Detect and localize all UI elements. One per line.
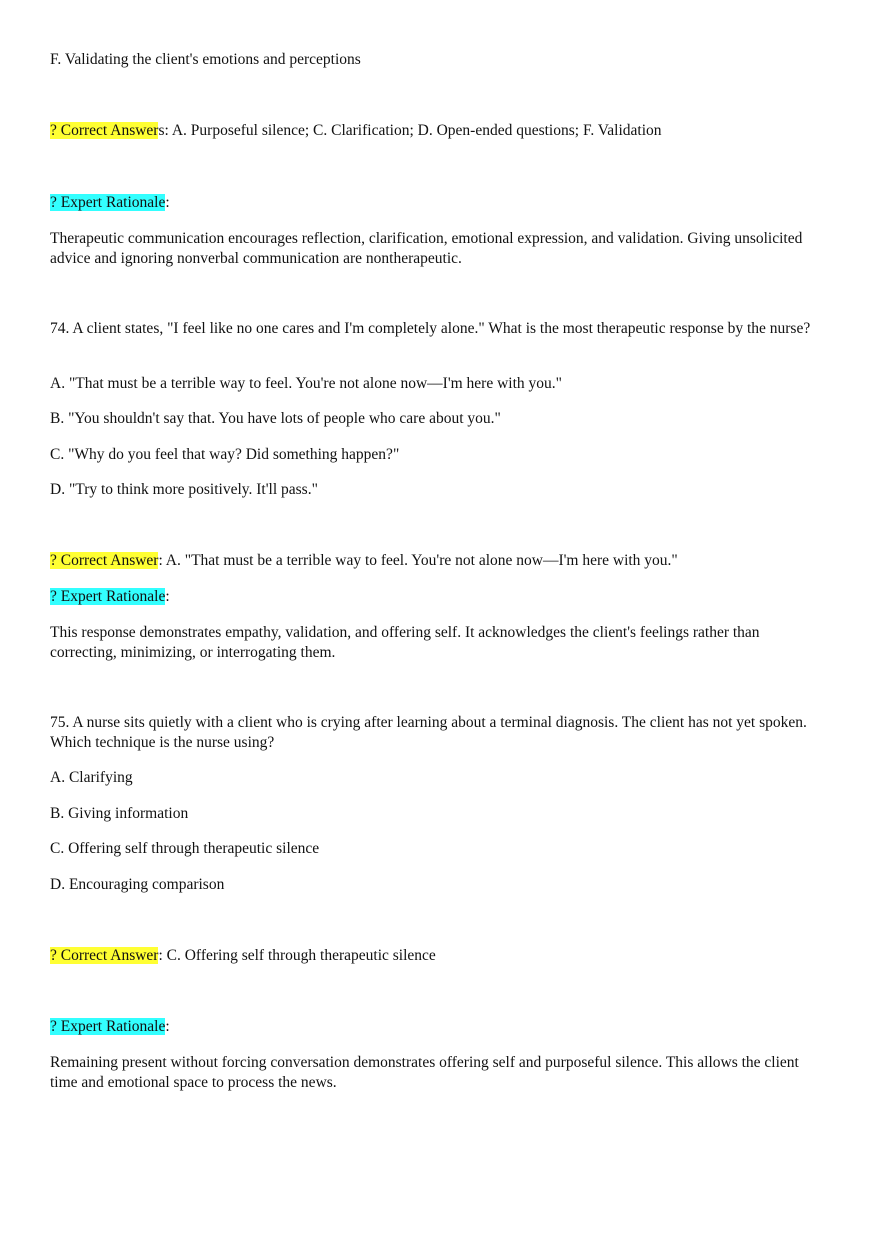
q74-option-d: D. "Try to think more positively. It'll … [50, 481, 318, 498]
correct-answer-text: : A. Purposeful silence; C. Clarificatio… [164, 122, 662, 139]
q75-option-d: D. Encouraging comparison [50, 876, 225, 893]
correct-answer-label: ? Correct Answer [50, 552, 159, 569]
q75-option-c: C. Offering self through therapeutic sil… [50, 840, 320, 857]
correct-answer-label: ? Correct Answer [50, 122, 159, 139]
q74-rationale-text: This response demonstrates empathy, vali… [50, 624, 760, 661]
q74-rationale-heading: ? Expert Rationale: [50, 587, 820, 607]
rationale-colon: : [165, 194, 170, 211]
prev-correct-answer: ? Correct Answers: A. Purposeful silence… [50, 121, 820, 141]
q75-option-b: B. Giving information [50, 805, 189, 822]
q75-correct-answer: ? Correct Answer: C. Offering self throu… [50, 946, 820, 966]
expert-rationale-label: ? Expert Rationale [50, 1018, 166, 1035]
correct-answer-label: ? Correct Answer [50, 947, 159, 964]
correct-answer-text: : A. "That must be a terrible way to fee… [158, 552, 678, 569]
q74-stem: 74. A client states, "I feel like no one… [50, 320, 811, 337]
q75-option-a: A. Clarifying [50, 769, 133, 786]
q75-rationale-text: Remaining present without forcing conver… [50, 1054, 799, 1091]
rationale-colon: : [165, 1018, 170, 1035]
q75-rationale-heading: ? Expert Rationale: [50, 1017, 820, 1037]
correct-answer-label-tail: s [158, 122, 165, 139]
expert-rationale-label: ? Expert Rationale [50, 588, 166, 605]
q75-stem: 75. A nurse sits quietly with a client w… [50, 714, 807, 751]
q74-option-c: C. "Why do you feel that way? Did someth… [50, 446, 400, 463]
prev-rationale-text: Therapeutic communication encourages ref… [50, 230, 803, 267]
q74-correct-answer: ? Correct Answer: A. "That must be a ter… [50, 551, 820, 571]
q74-option-a: A. "That must be a terrible way to feel.… [50, 375, 562, 392]
prev-option-f: F. Validating the client's emotions and … [50, 51, 361, 68]
expert-rationale-label: ? Expert Rationale [50, 194, 166, 211]
correct-answer-text: : C. Offering self through therapeutic s… [158, 947, 436, 964]
rationale-colon: : [165, 588, 170, 605]
q74-option-b: B. "You shouldn't say that. You have lot… [50, 410, 501, 427]
prev-rationale-heading: ? Expert Rationale: [50, 193, 820, 213]
